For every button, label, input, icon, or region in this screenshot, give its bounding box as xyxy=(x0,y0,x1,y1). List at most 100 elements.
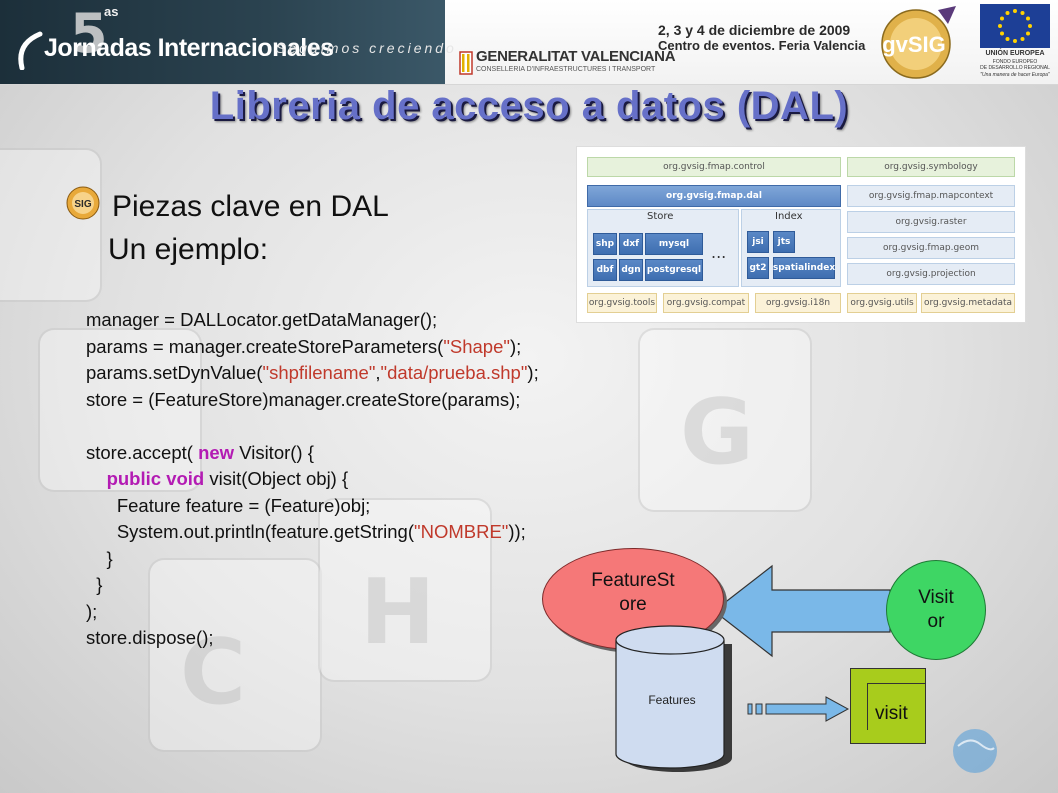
code-text: ); xyxy=(509,335,522,357)
module-fmap-dal: org.gvsig.fmap.dal xyxy=(587,185,841,207)
code-text: store.accept( xyxy=(86,441,199,463)
store-cell: dgn xyxy=(619,259,643,281)
event-place: Centro de eventos. Feria Valencia xyxy=(658,38,866,53)
dal-architecture-diagram: org.gvsig.fmap.control org.gvsig.fmap.da… xyxy=(576,146,1026,323)
code-line: store.dispose(); xyxy=(86,625,539,652)
code-block: manager = DALLocator.getDataManager();pa… xyxy=(86,307,539,652)
code-text: )); xyxy=(508,521,526,542)
keyboard-key-decoration xyxy=(0,150,100,300)
code-text: Visitor() { xyxy=(234,441,314,463)
code-line: Feature feature = (Feature)obj; xyxy=(86,493,539,520)
logo-suffix: as xyxy=(104,4,119,19)
logo-number: 5 xyxy=(70,2,108,65)
slide-header: 5 as Jornadas Internacionales Seguimos c… xyxy=(0,0,1058,85)
code-line: store = (FeatureStore)manager.createStor… xyxy=(86,387,539,414)
visitor-node: Visit or xyxy=(886,560,986,660)
code-text: params.setDynValue( xyxy=(86,362,263,383)
code-line: } xyxy=(86,546,539,573)
module-right: org.gvsig.projection xyxy=(847,263,1015,285)
sig-bullet-icon: SIG xyxy=(66,186,100,220)
visit-label: visit xyxy=(875,703,908,724)
module-right: org.gvsig.symbology xyxy=(847,157,1015,177)
keyboard-letter-decoration: C xyxy=(180,620,247,725)
eu-motto: "Una manera de hacer Europa" xyxy=(980,72,1050,78)
generalitat-name: GENERALITAT VALENCIANA xyxy=(476,48,676,65)
logo-swoosh-icon xyxy=(18,31,43,70)
module-bottom: org.gvsig.utils xyxy=(847,293,917,313)
code-line: System.out.println(feature.getString("NO… xyxy=(86,519,539,546)
generalitat-sub: CONSELLERIA D'INFRAESTRUCTURES I TRANSPO… xyxy=(476,66,656,73)
eu-flag-icon xyxy=(980,4,1050,48)
logo-slogan: Seguimos creciendo xyxy=(276,40,457,56)
code-line: store.accept( new Visitor() { xyxy=(86,440,539,467)
index-cell: gt2 xyxy=(747,257,769,279)
code-line: ); xyxy=(86,599,539,626)
generalitat-bat-icon xyxy=(459,51,473,75)
module-right: org.gvsig.raster xyxy=(847,211,1015,233)
keyboard-letter-decoration: H xyxy=(360,560,436,665)
code-string: "shpfilename" xyxy=(262,362,376,383)
code-keyword: new xyxy=(198,441,235,463)
code-keyword: public xyxy=(106,468,162,489)
index-label: Index xyxy=(775,211,803,222)
code-text: Feature feature = (Feature)obj; xyxy=(86,494,371,516)
code-text: } xyxy=(86,574,103,595)
store-cell: postgresql xyxy=(645,259,703,281)
module-bottom: org.gvsig.compat xyxy=(663,293,749,313)
eu-logo: UNIÓN EUROPEA FONDO EUROPEO DE DESARROLL… xyxy=(978,2,1052,82)
code-text: ); xyxy=(527,362,539,383)
index-cell: spatialindex xyxy=(773,257,835,279)
code-string: "Shape" xyxy=(443,335,510,357)
event-date: 2, 3 y 4 de diciembre de 2009 xyxy=(658,22,851,38)
code-string: "data/prueba.shp" xyxy=(380,362,528,383)
visitor-arrow-icon xyxy=(713,564,891,658)
code-text: System.out.println(feature.getString( xyxy=(86,521,415,542)
keyboard-key-decoration xyxy=(320,500,490,680)
eu-title: UNIÓN EUROPEA xyxy=(985,50,1045,57)
code-text xyxy=(86,468,107,489)
bullet-icon-text: SIG xyxy=(74,199,91,210)
slide-title: Libreria de acceso a datos (DAL) xyxy=(209,84,849,128)
store-ellipsis: ... xyxy=(711,243,727,262)
globe-icon xyxy=(953,729,997,773)
code-line: params = manager.createStoreParameters("… xyxy=(86,334,539,361)
visit-inner-frame xyxy=(867,683,926,730)
bullet-key-pieces: Piezas clave en DAL xyxy=(112,190,389,223)
module-fmap-control: org.gvsig.fmap.control xyxy=(587,157,841,177)
module-bottom: org.gvsig.i18n xyxy=(755,293,841,313)
code-text: visit(Object obj) { xyxy=(204,468,349,489)
code-line: } xyxy=(86,572,539,599)
module-bottom: org.gvsig.tools xyxy=(587,293,657,313)
code-text: store = (FeatureStore)manager.createStor… xyxy=(86,388,521,410)
bullet-example: Un ejemplo: xyxy=(108,233,269,266)
store-label: Store xyxy=(647,211,674,222)
index-cell: jts xyxy=(773,231,795,253)
keyboard-letter-decoration: G xyxy=(680,380,754,485)
features-cylinder-icon xyxy=(615,625,732,772)
store-cell: shp xyxy=(593,233,617,255)
store-cell: dbf xyxy=(593,259,617,281)
features-label: Features xyxy=(648,693,696,707)
module-right: org.gvsig.fmap.geom xyxy=(847,237,1015,259)
code-line xyxy=(86,413,539,440)
visit-method-node: visit xyxy=(850,668,926,744)
keyboard-key-decoration xyxy=(40,330,200,490)
gvsig-logo-text: gvSIG xyxy=(882,32,946,57)
code-text: , xyxy=(375,362,381,383)
module-bottom: org.gvsig.metadata xyxy=(921,293,1015,313)
gvsig-logo-icon: gvSIG xyxy=(881,6,956,79)
jornadas-logo: 5 as Jornadas Internacionales Seguimos c… xyxy=(0,0,454,84)
visitor-label: Visit or xyxy=(918,587,954,632)
eu-fund-line: FONDO EUROPEO xyxy=(992,59,1038,65)
visit-arrow-icon xyxy=(747,696,850,722)
logo-title: Jornadas Internacionales xyxy=(44,34,334,62)
store-cell: mysql xyxy=(645,233,703,255)
index-cell: jsi xyxy=(747,231,769,253)
code-line: params.setDynValue("shpfilename","data/p… xyxy=(86,360,539,387)
code-text: params = manager.createStoreParameters( xyxy=(86,335,444,357)
code-string: "NOMBRE" xyxy=(414,521,509,542)
code-keyword: void xyxy=(166,468,205,489)
code-line: manager = DALLocator.getDataManager(); xyxy=(86,307,539,334)
code-text: store.dispose(); xyxy=(86,627,214,648)
